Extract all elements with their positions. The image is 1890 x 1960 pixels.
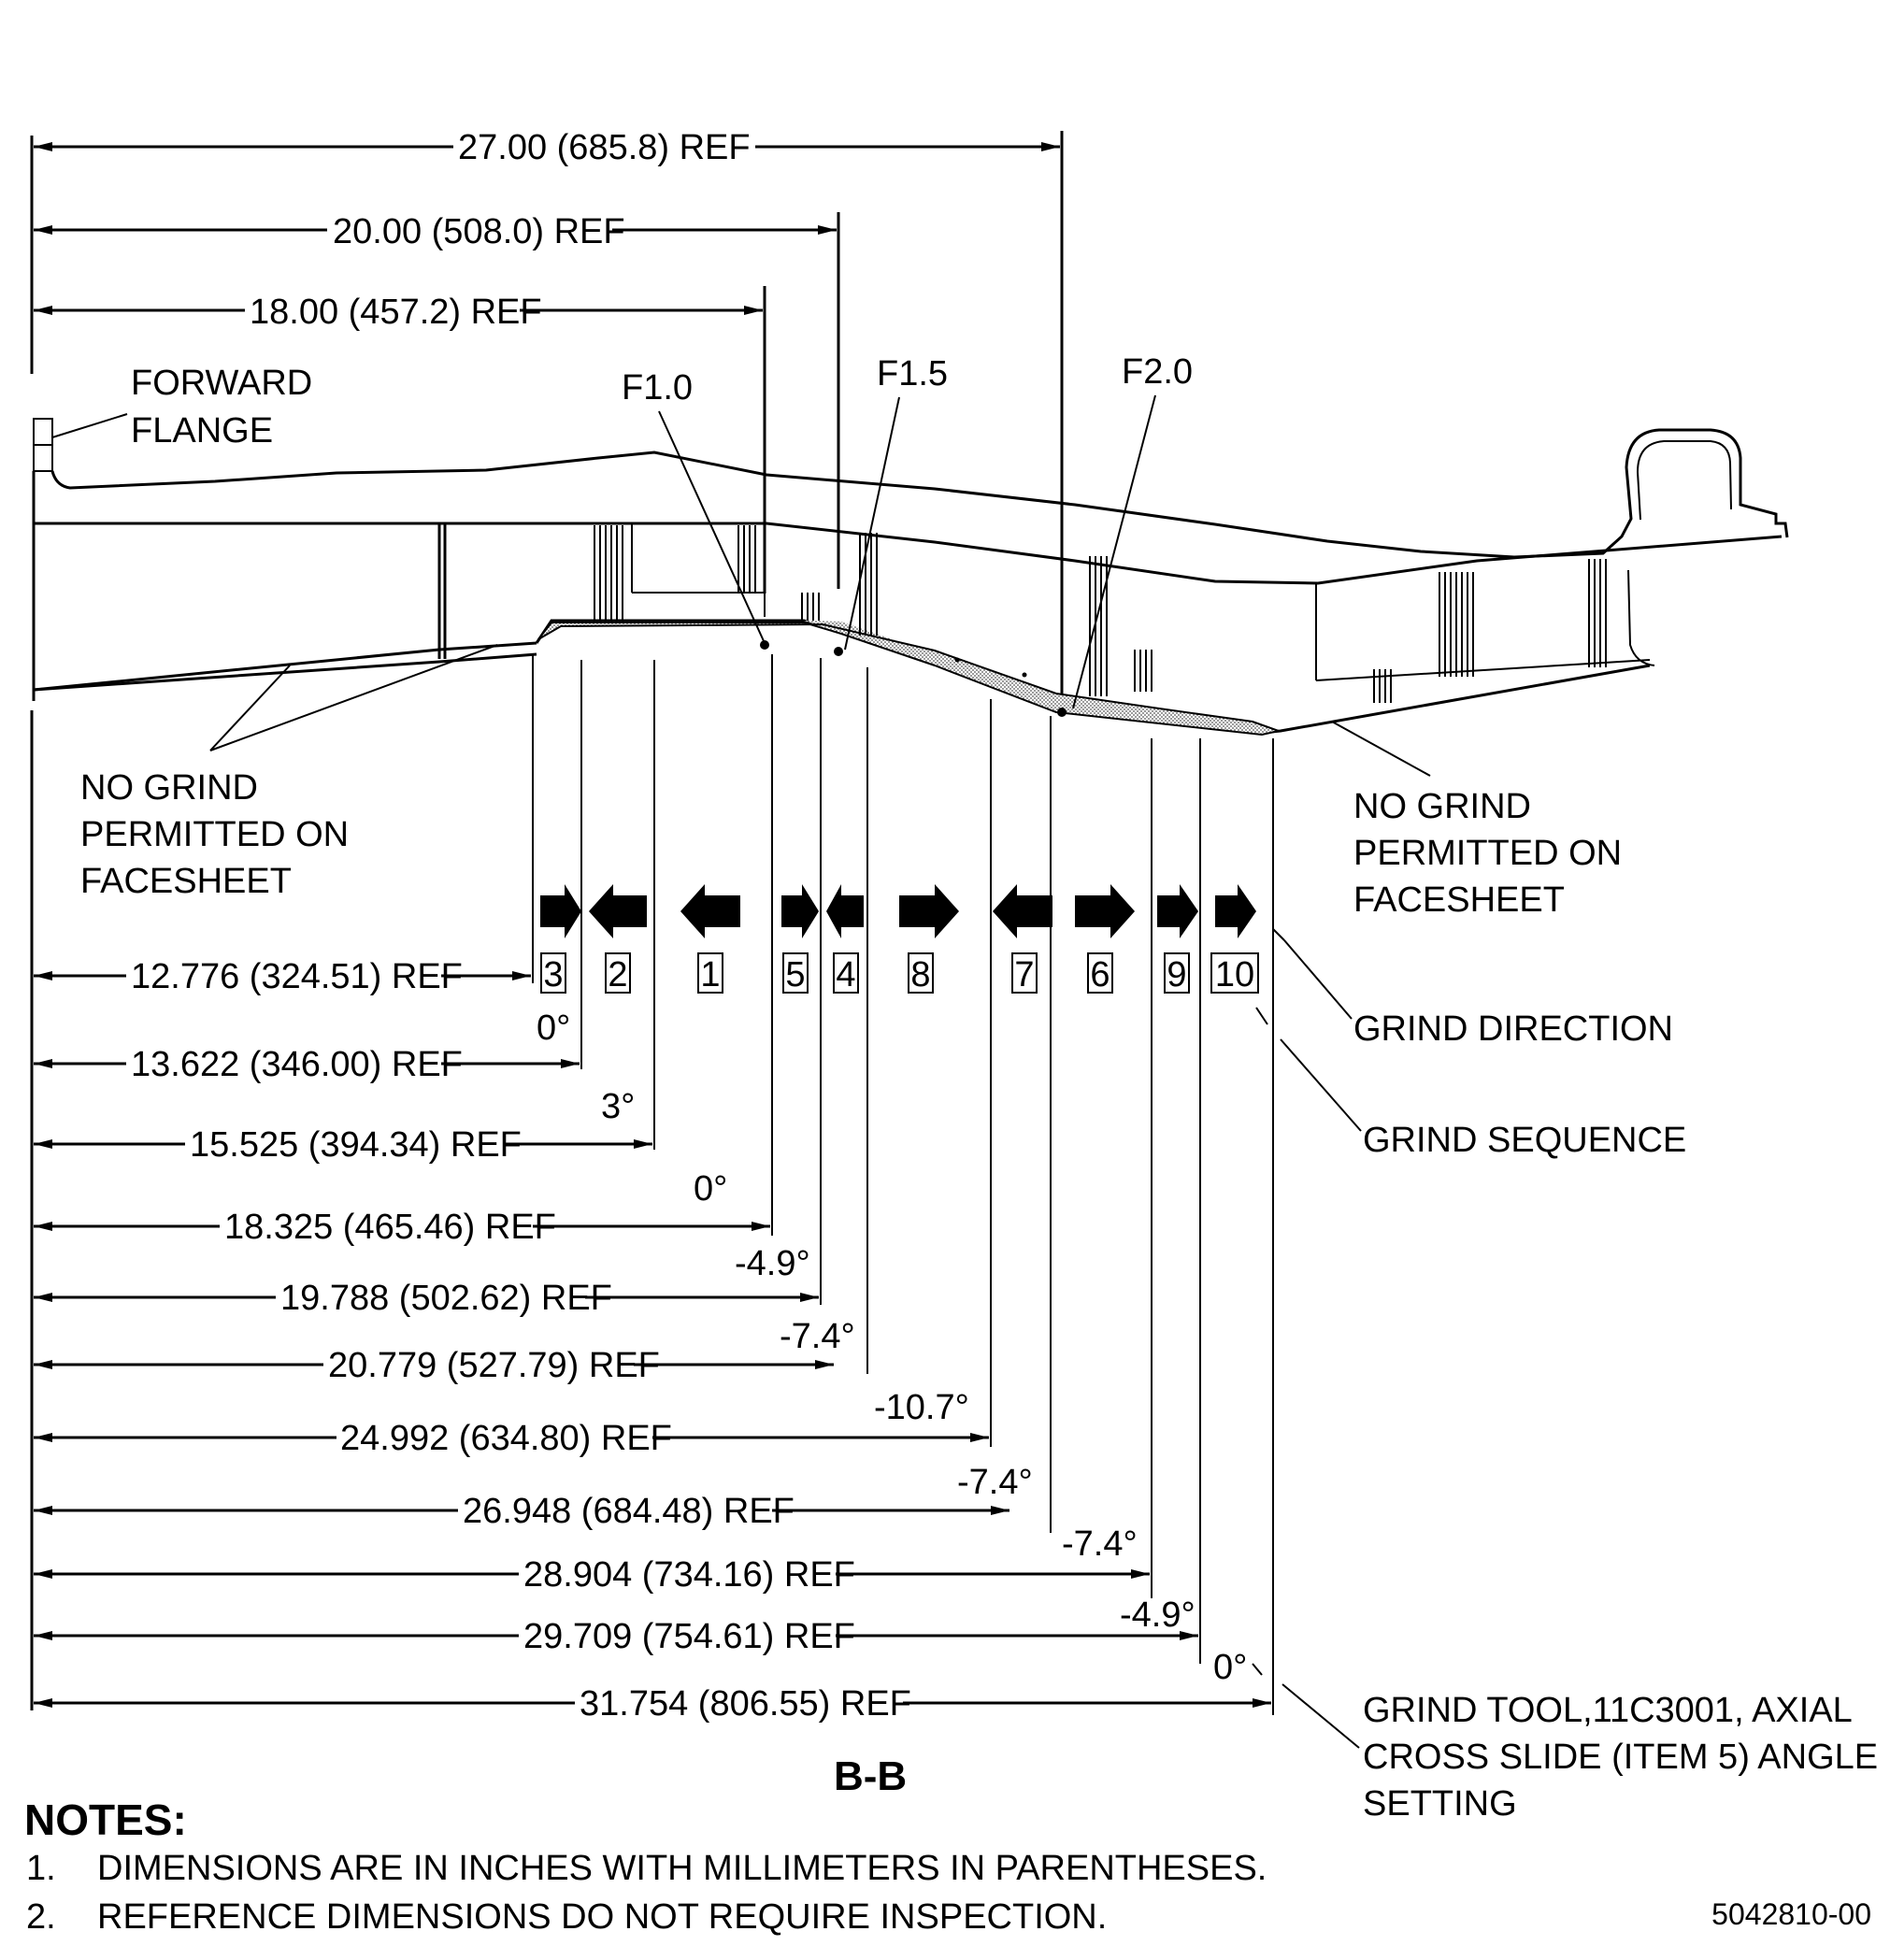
grind-arrow-1 xyxy=(680,884,740,938)
svg-text:7: 7 xyxy=(1014,955,1034,994)
svg-text:NO GRIND: NO GRIND xyxy=(1353,787,1531,826)
seq-box-6: 6 xyxy=(1087,952,1113,994)
seq-box-4: 4 xyxy=(833,952,859,994)
svg-text:4: 4 xyxy=(836,955,855,994)
datum-lines xyxy=(30,131,1064,1710)
svg-text:FACESHEET: FACESHEET xyxy=(80,862,292,901)
dim-15-525: 15.525 (394.34) REF xyxy=(190,1125,522,1165)
svg-text:NO GRIND: NO GRIND xyxy=(80,768,258,808)
svg-text:1: 1 xyxy=(700,955,720,994)
angle-seq-10: 0° xyxy=(1213,1648,1247,1687)
dim-20-779: 20.779 (527.79) REF xyxy=(328,1346,660,1385)
top-dimension-lines xyxy=(34,142,1060,315)
angle-seq-8: -10.7° xyxy=(874,1388,969,1427)
svg-text:2: 2 xyxy=(608,955,627,994)
grind-direction-arrows xyxy=(540,884,1256,938)
angle-seq-4: -7.4° xyxy=(780,1317,855,1356)
dim-13-622: 13.622 (346.00) REF xyxy=(131,1045,463,1084)
angle-seq-3: 0° xyxy=(537,1009,570,1048)
note-number: 1. xyxy=(26,1849,56,1888)
svg-text:3: 3 xyxy=(543,955,563,994)
grind-arrow-4 xyxy=(826,884,864,938)
dim-20-00: 20.00 (508.0) REF xyxy=(333,212,625,251)
grind-arrow-7 xyxy=(993,884,1052,938)
dim-24-992: 24.992 (634.80) REF xyxy=(340,1419,672,1458)
dim-28-904: 28.904 (734.16) REF xyxy=(523,1555,855,1595)
svg-text:PERMITTED ON: PERMITTED ON xyxy=(1353,834,1622,873)
dim-19-788: 19.788 (502.62) REF xyxy=(280,1279,612,1318)
svg-text:CROSS SLIDE (ITEM 5) ANGLE: CROSS SLIDE (ITEM 5) ANGLE xyxy=(1363,1738,1878,1777)
svg-text:9: 9 xyxy=(1167,955,1186,994)
seq-box-10: 10 xyxy=(1210,952,1259,994)
angle-seq-2: 3° xyxy=(601,1087,635,1126)
angle-seq-1: 0° xyxy=(694,1169,727,1209)
part-section xyxy=(32,418,1789,737)
note-text: DIMENSIONS ARE IN INCHES WITH MILLIMETER… xyxy=(97,1849,1267,1888)
grind-sequence-callout: GRIND SEQUENCE xyxy=(1255,1007,1686,1160)
note-2: 2. REFERENCE DIMENSIONS DO NOT REQUIRE IN… xyxy=(26,1897,1107,1938)
seq-box-9: 9 xyxy=(1164,952,1190,994)
grind-arrow-9 xyxy=(1157,884,1198,938)
dim-29-709: 29.709 (754.61) REF xyxy=(523,1617,855,1656)
grind-tool-callout: GRIND TOOL,11C3001, AXIAL CROSS SLIDE (I… xyxy=(1252,1663,1878,1824)
svg-text:GRIND SEQUENCE: GRIND SEQUENCE xyxy=(1363,1121,1686,1160)
angle-seq-6: -7.4° xyxy=(1062,1524,1138,1564)
note-number: 2. xyxy=(26,1897,56,1937)
dim-31-754: 31.754 (806.55) REF xyxy=(580,1684,911,1724)
grind-arrow-8 xyxy=(899,884,959,938)
f2-0-label: F2.0 xyxy=(1122,352,1193,392)
grind-arrow-6 xyxy=(1075,884,1135,938)
dim-18-325: 18.325 (465.46) REF xyxy=(224,1208,556,1247)
svg-text:5: 5 xyxy=(785,955,805,994)
section-label: B-B xyxy=(834,1753,908,1799)
dim-26-948: 26.948 (684.48) REF xyxy=(463,1492,795,1531)
grind-arrow-10 xyxy=(1215,884,1256,938)
seq-box-3: 3 xyxy=(540,952,566,994)
f1-0-label: F1.0 xyxy=(622,368,693,408)
seq-box-5: 5 xyxy=(782,952,809,994)
note-1: 1. DIMENSIONS ARE IN INCHES WITH MILLIMET… xyxy=(26,1849,1267,1889)
no-grind-right-label: NO GRIND PERMITTED ON FACESHEET xyxy=(1331,721,1622,920)
svg-text:FACESHEET: FACESHEET xyxy=(1353,880,1565,920)
svg-text:GRIND TOOL,11C3001, AXIAL: GRIND TOOL,11C3001, AXIAL xyxy=(1363,1691,1853,1730)
note-text: REFERENCE DIMENSIONS DO NOT REQUIRE INSP… xyxy=(97,1897,1108,1937)
svg-text:GRIND DIRECTION: GRIND DIRECTION xyxy=(1353,1009,1673,1049)
dim-27-00: 27.00 (685.8) REF xyxy=(458,128,751,167)
grind-arrow-2 xyxy=(589,884,647,938)
seq-box-1: 1 xyxy=(697,952,723,994)
grind-arrow-5 xyxy=(781,884,819,938)
grind-arrow-3 xyxy=(540,884,581,938)
dim-18-00: 18.00 (457.2) REF xyxy=(250,293,542,332)
seq-box-8: 8 xyxy=(908,952,934,994)
svg-text:10: 10 xyxy=(1215,955,1254,994)
angle-seq-9: -4.9° xyxy=(1120,1595,1196,1635)
seq-box-2: 2 xyxy=(605,952,631,994)
svg-text:PERMITTED ON: PERMITTED ON xyxy=(80,815,349,854)
svg-text:8: 8 xyxy=(910,955,930,994)
extension-lines xyxy=(532,654,1274,1715)
svg-text:FLANGE: FLANGE xyxy=(131,411,273,451)
notes-title: NOTES: xyxy=(24,1795,187,1844)
angle-seq-5: -4.9° xyxy=(735,1244,810,1283)
grind-sequence-boxes: 3 2 1 5 4 8 7 6 9 10 xyxy=(540,952,1259,994)
svg-text:6: 6 xyxy=(1090,955,1110,994)
seq-box-7: 7 xyxy=(1011,952,1038,994)
svg-text:FORWARD: FORWARD xyxy=(131,364,312,403)
forward-flange-label: FORWARD FLANGE xyxy=(51,364,312,451)
f1-5-label: F1.5 xyxy=(877,354,948,393)
bottom-dimension-lines xyxy=(34,971,1271,1708)
dim-12-776: 12.776 (324.51) REF xyxy=(131,957,463,996)
angle-seq-7: -7.4° xyxy=(957,1463,1033,1502)
svg-text:SETTING: SETTING xyxy=(1363,1784,1517,1824)
grind-direction-callout: GRIND DIRECTION xyxy=(1272,928,1673,1049)
no-grind-left-label: NO GRIND PERMITTED ON FACESHEET xyxy=(80,644,498,901)
figure-id: 5042810-00 xyxy=(1711,1897,1871,1931)
